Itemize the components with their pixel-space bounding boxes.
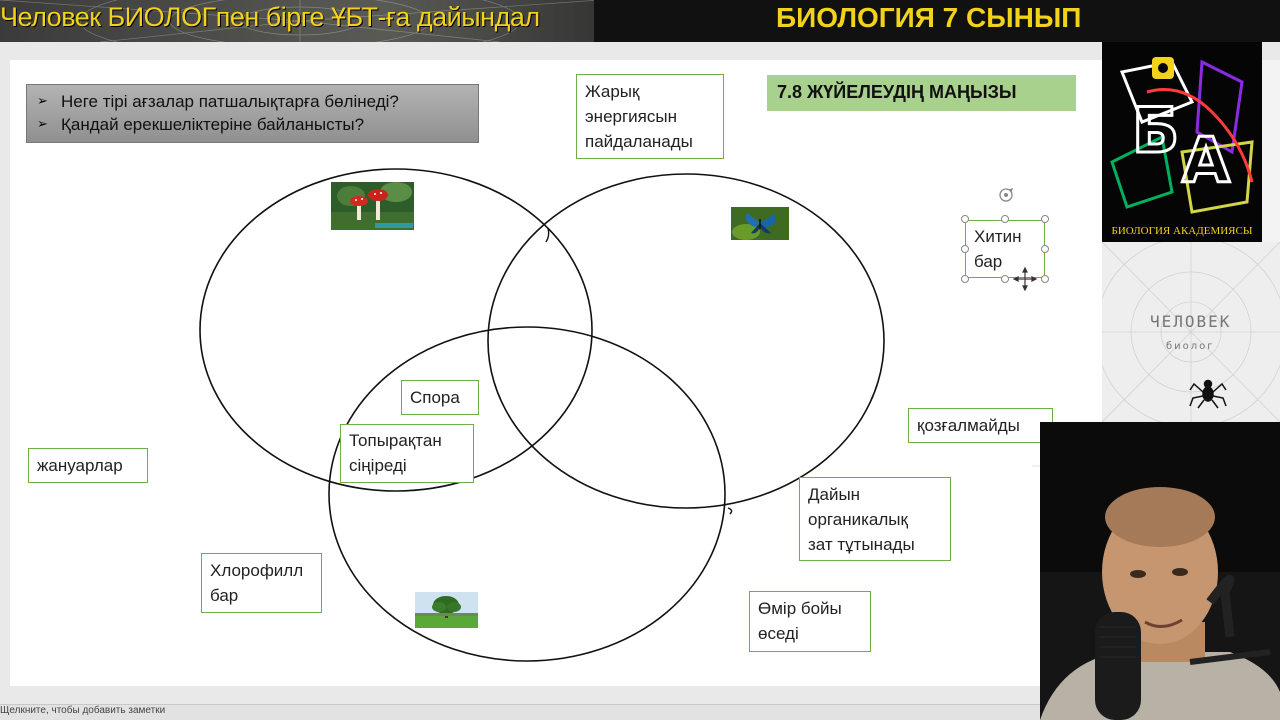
- label-soil-absorb[interactable]: Топырақтан сіңіреді: [340, 424, 474, 483]
- question-item: ➢ Неге тірі ағзалар патшалықтарға бөліне…: [37, 90, 478, 113]
- brand-subtitle: биолог: [1166, 341, 1215, 352]
- label-line: Спора: [410, 385, 470, 410]
- microphone-icon: [1095, 612, 1141, 720]
- tree-photo: [415, 592, 478, 628]
- label-line: Өмір бойы: [758, 596, 862, 621]
- brand-name: ЧЕЛОВЕК: [1150, 312, 1231, 331]
- webcam-overlay: [1040, 422, 1280, 720]
- label-line: Хитин: [974, 224, 1036, 249]
- label-organic-consume[interactable]: Дайын органикалық зат тұтынады: [799, 477, 951, 561]
- academy-logo: Б А: [1102, 42, 1262, 242]
- mushroom-photo: [331, 182, 414, 230]
- venn-circle-plants: [329, 327, 725, 661]
- svg-text:А: А: [1182, 124, 1230, 197]
- butterfly-photo: [731, 207, 789, 240]
- label-line: зат тұтынады: [808, 532, 942, 557]
- notes-placeholder[interactable]: Щелкните, чтобы добавить заметки: [0, 705, 165, 716]
- question-box[interactable]: ➢ Неге тірі ағзалар патшалықтарға бөліне…: [26, 84, 479, 143]
- label-animals[interactable]: жануарлар: [28, 448, 148, 483]
- question-text: Қандай ерекшеліктеріне байланысты?: [61, 115, 364, 135]
- label-line: қозғалмайды: [917, 413, 1044, 438]
- label-immobile[interactable]: қозғалмайды: [908, 408, 1053, 443]
- label-line: органикалық: [808, 507, 942, 532]
- pen-stroke: [728, 508, 732, 514]
- label-line: бар: [210, 583, 313, 608]
- label-chlorophyll[interactable]: Хлорофилл бар: [201, 553, 322, 613]
- label-chitin[interactable]: Хитин бар: [965, 220, 1045, 278]
- arrow-bullet-icon: ➢: [37, 117, 61, 132]
- section-title[interactable]: 7.8 ЖҮЙЕЛЕУДІҢ МАҢЫЗЫ: [767, 75, 1076, 111]
- label-light-energy[interactable]: Жарық энергиясын пайдаланады: [576, 74, 724, 159]
- svg-text:Б: Б: [1132, 94, 1179, 167]
- label-line: өседі: [758, 621, 862, 646]
- brand-card: [1102, 242, 1280, 422]
- label-line: Хлорофилл: [210, 558, 313, 583]
- venn-circle-animals: [488, 174, 884, 508]
- logo-caption: БИОЛОГИЯ АКАДЕМИЯСЫ: [1102, 225, 1262, 237]
- label-line: бар: [974, 249, 1036, 274]
- label-line: сіңіреді: [349, 453, 465, 478]
- label-line: пайдаланады: [585, 129, 715, 154]
- label-line: жануарлар: [37, 453, 139, 478]
- label-line: Жарық: [585, 79, 715, 104]
- label-line: Топырақтан: [349, 428, 465, 453]
- arrow-bullet-icon: ➢: [37, 94, 61, 109]
- label-spore[interactable]: Спора: [401, 380, 479, 415]
- spider-icon: [1190, 381, 1226, 409]
- question-item: ➢ Қандай ерекшеліктеріне байланысты?: [37, 113, 478, 136]
- pen-stroke: [546, 228, 549, 242]
- label-line: Дайын: [808, 482, 942, 507]
- question-text: Неге тірі ағзалар патшалықтарға бөлінеді…: [61, 92, 399, 112]
- label-line: энергиясын: [585, 104, 715, 129]
- label-lifelong-growth[interactable]: Өмір бойы өседі: [749, 591, 871, 652]
